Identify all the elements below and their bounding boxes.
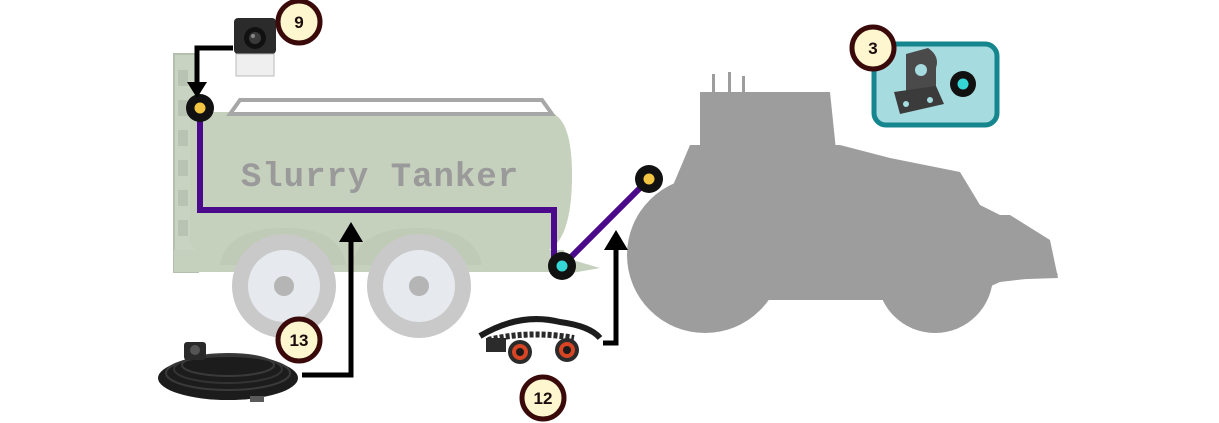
tank-label: Slurry Tanker	[241, 159, 519, 197]
connector-tractor	[635, 165, 663, 193]
callout-badge-bracket: 3	[849, 24, 897, 72]
svg-text:12: 12	[534, 389, 553, 408]
bracket-icon	[894, 48, 944, 114]
svg-text:13: 13	[290, 331, 309, 350]
cable-drawbar-to-tractor	[559, 176, 652, 269]
svg-text:9: 9	[294, 13, 303, 32]
connector-rear	[186, 94, 214, 122]
pointer-arrows	[194, 45, 619, 378]
connector-drawbar	[548, 252, 576, 280]
coiled-cable-icon	[478, 316, 603, 364]
tractor-silhouette	[627, 72, 1058, 333]
cable-reel-icon	[158, 342, 298, 402]
camera-icon	[234, 18, 276, 77]
callout-badge-coiled-cable: 12	[519, 374, 567, 422]
pointer-arrowheads	[187, 82, 628, 250]
slurry-tanker: Slurry Tanker	[173, 53, 600, 338]
callout-badge-long-cable: 13	[275, 316, 323, 364]
callout-badge-camera: 9	[275, 0, 323, 46]
bracket-panel	[871, 41, 1000, 128]
svg-text:3: 3	[868, 39, 877, 58]
